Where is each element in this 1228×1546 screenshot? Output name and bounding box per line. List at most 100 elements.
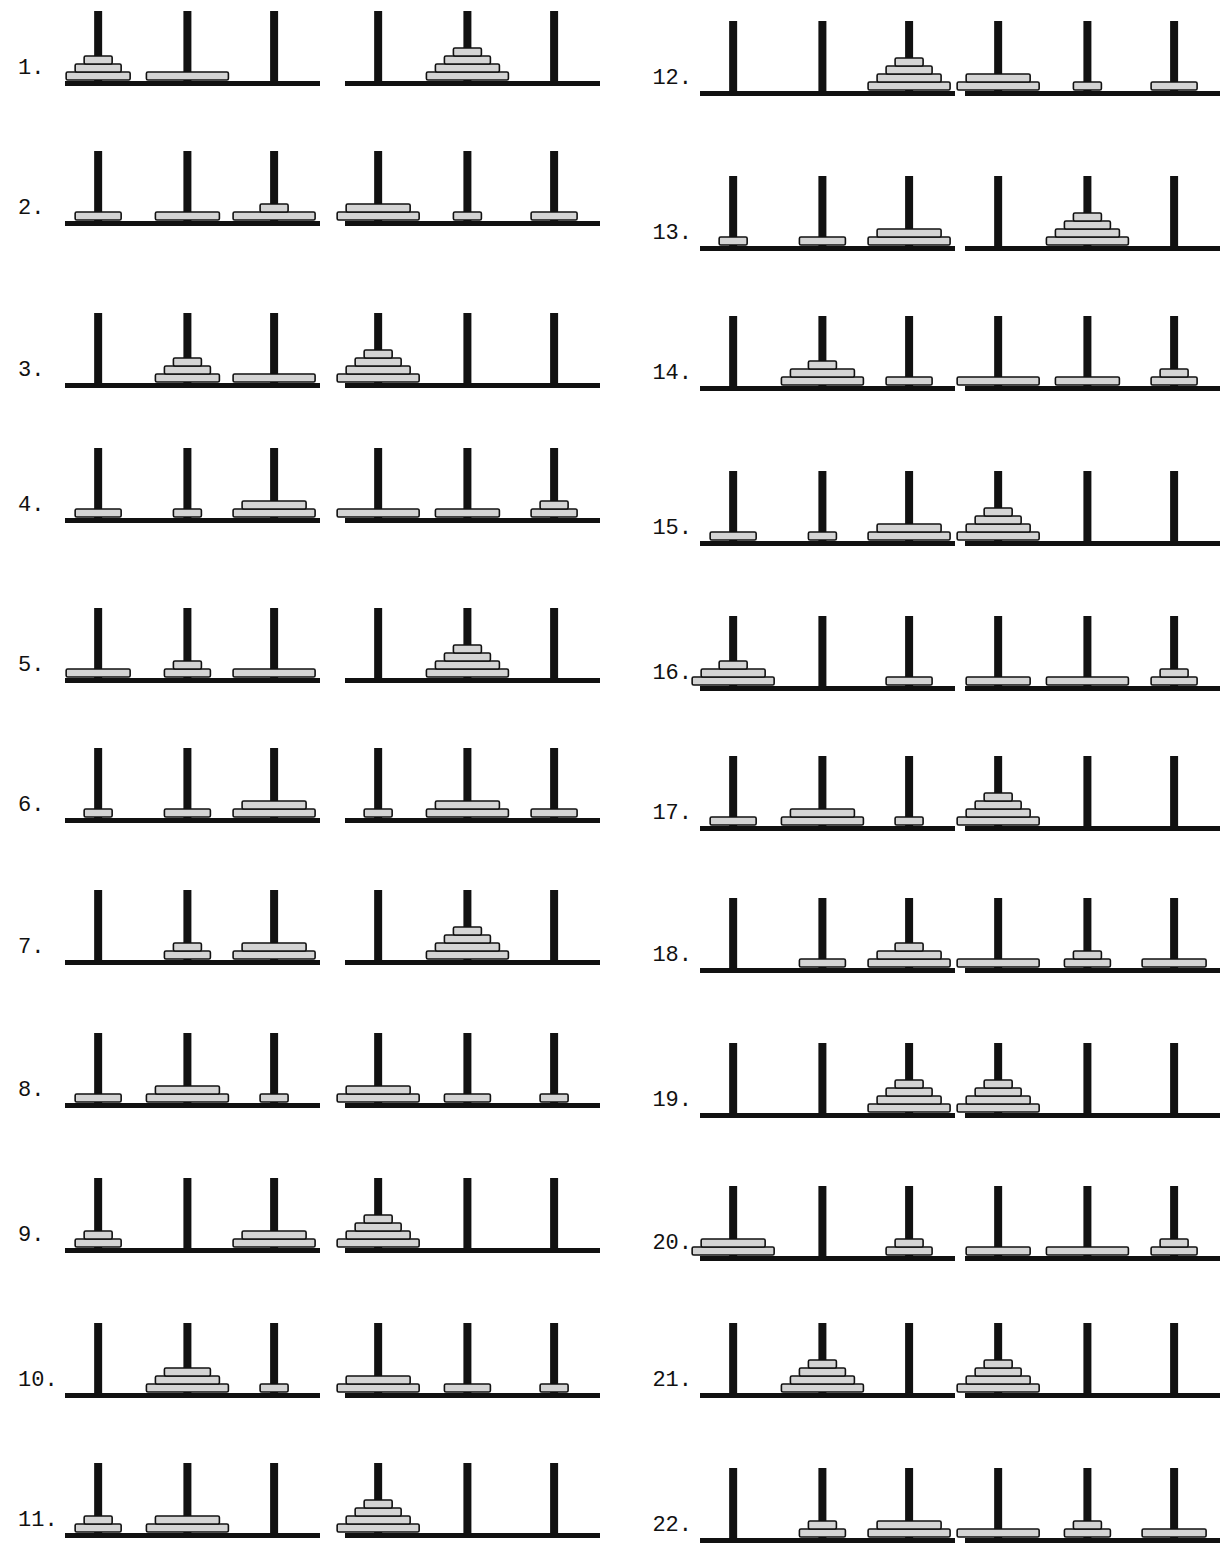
disk <box>1064 959 1110 967</box>
peg <box>550 608 558 680</box>
disk <box>895 817 923 825</box>
disk <box>426 809 508 817</box>
disk <box>233 669 315 677</box>
disk <box>1142 959 1206 967</box>
board-base <box>65 1248 320 1253</box>
disk <box>173 509 201 517</box>
disk <box>781 817 863 825</box>
disk <box>435 943 499 951</box>
disk <box>164 809 210 817</box>
disk <box>966 524 1030 532</box>
board-base <box>345 960 600 965</box>
disk <box>1142 1529 1206 1537</box>
peg <box>270 11 278 83</box>
board-base <box>345 1393 600 1398</box>
disk <box>233 1239 315 1247</box>
disk <box>1151 82 1197 90</box>
disk <box>886 377 932 385</box>
peg <box>550 11 558 83</box>
disk <box>886 1247 932 1255</box>
board-base <box>700 826 955 831</box>
peg <box>729 898 737 970</box>
disk <box>242 501 306 509</box>
peg <box>1083 756 1091 828</box>
disk <box>75 212 121 220</box>
disk <box>868 532 950 540</box>
disk <box>337 1094 419 1102</box>
disk <box>886 1088 932 1096</box>
peg <box>1170 1323 1178 1395</box>
disk <box>346 1516 410 1524</box>
disk <box>146 1094 228 1102</box>
disk <box>984 1080 1012 1088</box>
board-base <box>345 1248 600 1253</box>
board-base <box>965 1113 1220 1118</box>
disk <box>1064 1529 1110 1537</box>
board-base <box>700 968 955 973</box>
board-base <box>700 1538 955 1543</box>
disk <box>337 1524 419 1532</box>
disk <box>66 669 130 677</box>
board-base <box>345 518 600 523</box>
disk <box>435 801 499 809</box>
board-base <box>965 686 1220 691</box>
peg <box>270 1463 278 1535</box>
disk <box>868 82 950 90</box>
disk <box>346 1231 410 1239</box>
disk <box>1064 221 1110 229</box>
peg <box>818 1043 826 1115</box>
board-base <box>700 1113 955 1118</box>
disk <box>346 204 410 212</box>
disk <box>799 959 845 967</box>
disk <box>355 358 401 366</box>
disk <box>337 1384 419 1392</box>
disk <box>364 350 392 358</box>
disk <box>984 508 1012 516</box>
problem-number: 11. <box>18 1510 58 1532</box>
disk <box>84 809 112 817</box>
disk <box>877 1521 941 1529</box>
problem-number: 10. <box>18 1370 58 1392</box>
problem-number: 17. <box>652 803 692 825</box>
disk <box>164 1368 210 1376</box>
board-base <box>65 1393 320 1398</box>
disk <box>1160 669 1188 677</box>
board-base <box>345 678 600 683</box>
disk <box>957 532 1039 540</box>
disk <box>1073 1521 1101 1529</box>
board-base <box>65 518 320 523</box>
board-base <box>700 91 955 96</box>
disk <box>233 212 315 220</box>
disk <box>435 64 499 72</box>
disk <box>540 501 568 509</box>
problem-number: 6. <box>18 795 44 817</box>
disk <box>355 1508 401 1516</box>
disk <box>966 1247 1030 1255</box>
disk <box>426 951 508 959</box>
disk <box>155 1086 219 1094</box>
disk <box>66 72 130 80</box>
disk <box>1073 213 1101 221</box>
disk <box>233 951 315 959</box>
disk <box>453 212 481 220</box>
disk <box>877 229 941 237</box>
peg <box>463 1463 471 1535</box>
disk <box>877 1096 941 1104</box>
disk <box>531 809 577 817</box>
board-base <box>65 221 320 226</box>
disk <box>444 653 490 661</box>
disk <box>1046 677 1128 685</box>
peg <box>729 1323 737 1395</box>
disk <box>868 1529 950 1537</box>
board-base <box>700 541 955 546</box>
disk <box>453 645 481 653</box>
disk <box>75 509 121 517</box>
disk <box>426 669 508 677</box>
problem-number: 16. <box>652 663 692 685</box>
disk <box>966 809 1030 817</box>
disk <box>540 1094 568 1102</box>
peg <box>729 1043 737 1115</box>
disk <box>984 793 1012 801</box>
peg <box>550 1463 558 1535</box>
board-base <box>65 1533 320 1538</box>
